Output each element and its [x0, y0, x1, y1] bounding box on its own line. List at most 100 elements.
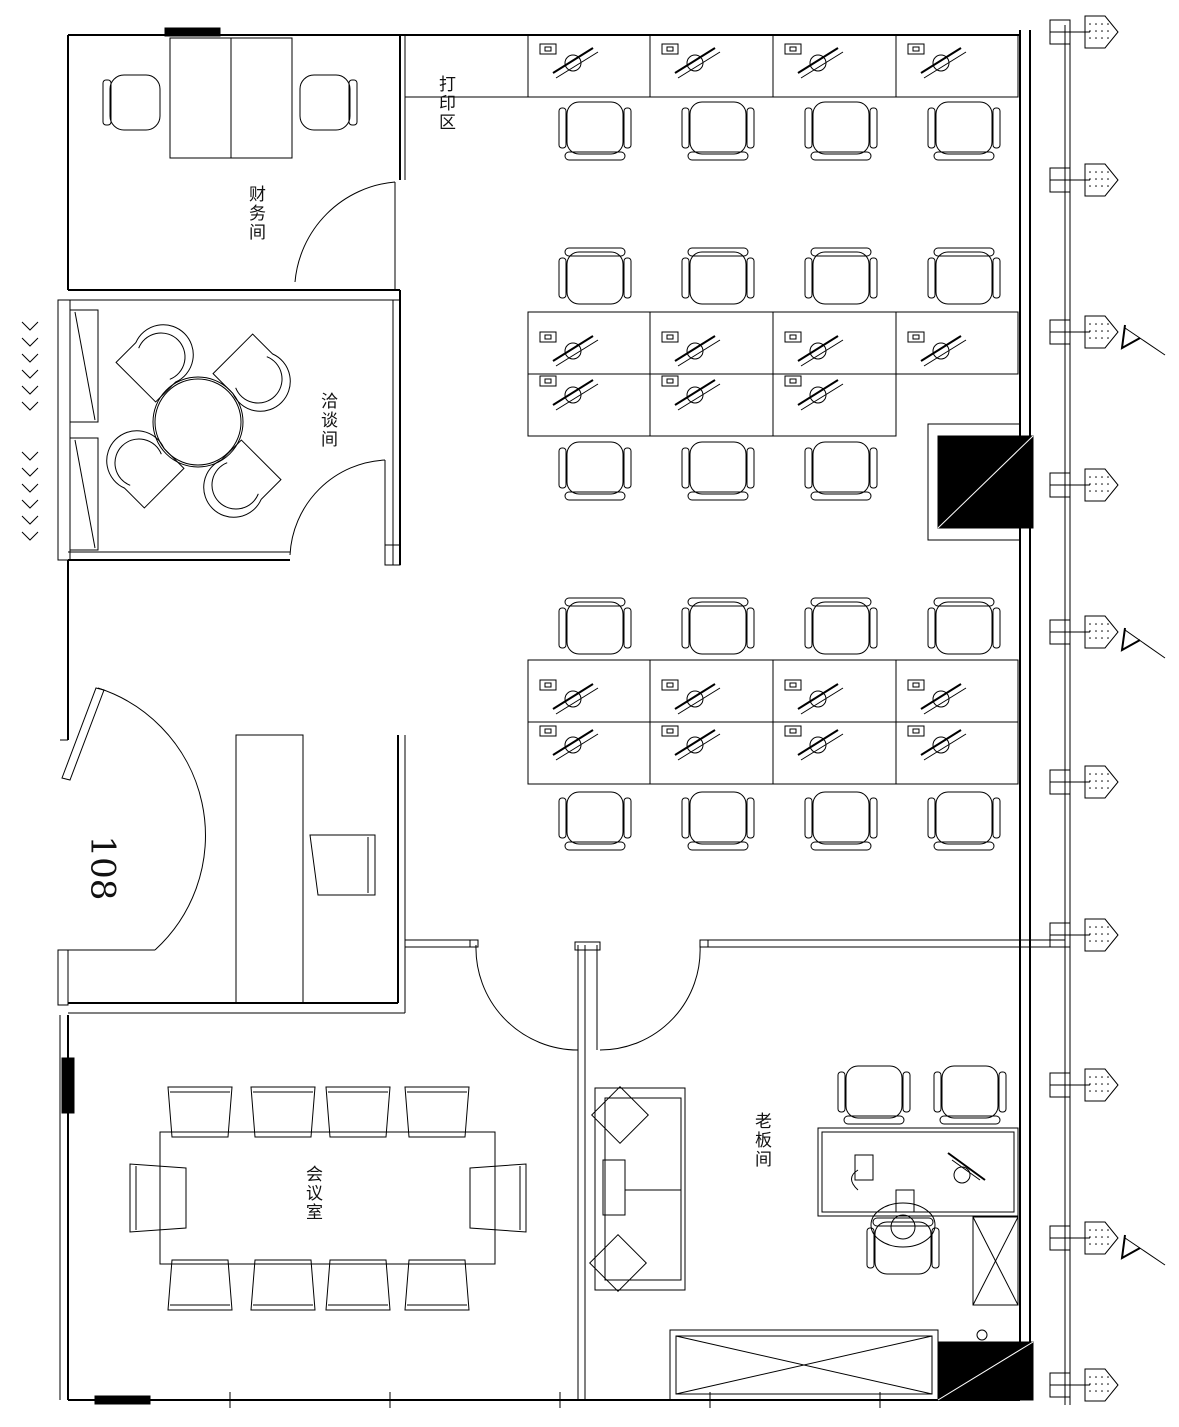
- arrow-mark: [21, 321, 39, 331]
- workstation-icon: [661, 375, 721, 411]
- workstation-icon: [784, 331, 844, 367]
- workstation-icon: [539, 43, 599, 79]
- meeting-chair: [167, 1086, 233, 1138]
- meeting-chair: [325, 1259, 391, 1311]
- window-mullion: [1049, 468, 1119, 502]
- arrow-mark: [21, 499, 39, 509]
- meeting-chair: [325, 1086, 391, 1138]
- arrow-mark: [21, 337, 39, 347]
- window-arrows: [21, 321, 39, 541]
- entrance-door: [57, 687, 206, 1006]
- office-chair: [927, 247, 1001, 305]
- workstation-icon: [784, 679, 844, 715]
- office-chair: [681, 441, 755, 501]
- meeting-chair: [167, 1259, 233, 1311]
- arrow-mark: [21, 483, 39, 493]
- unit-number: 108: [82, 835, 123, 901]
- office-chair: [804, 597, 878, 655]
- office-chair: [804, 101, 878, 161]
- window-mullion: [1049, 615, 1119, 649]
- workstation-icon: [784, 375, 844, 411]
- finance-room: [68, 27, 406, 301]
- arrow-mark: [21, 467, 39, 477]
- lounge-chair: [212, 333, 291, 412]
- office-chair: [804, 441, 878, 501]
- structural-column: [927, 423, 1034, 541]
- arrow-mark: [21, 531, 39, 541]
- workstation-icon: [907, 331, 967, 367]
- workstation-icon: [539, 725, 599, 761]
- workstation-icon: [539, 679, 599, 715]
- window-mullion: [1049, 1068, 1119, 1102]
- exterior-mullions: [1049, 15, 1119, 1402]
- meeting-chair: [404, 1259, 470, 1311]
- meeting-chair: [129, 1163, 187, 1233]
- outer-walls: [59, 25, 1071, 1405]
- office-chair: [681, 247, 755, 305]
- entry-arrows-right: [1120, 324, 1166, 1266]
- negotiation-chairs: [106, 324, 291, 518]
- workstation-icons: [539, 43, 967, 761]
- office-chair: [927, 101, 1001, 161]
- office-chair: [927, 791, 1001, 851]
- window-mullion: [1049, 163, 1119, 197]
- office-chairs: [558, 101, 1001, 851]
- meeting-chair: [250, 1086, 316, 1138]
- desk-cluster-lower: [527, 659, 1019, 785]
- office-chair: [804, 247, 878, 305]
- office-chair: [837, 1065, 911, 1125]
- meeting-chair: [250, 1259, 316, 1311]
- office-chair: [804, 791, 878, 851]
- corridor-partitions: [405, 939, 1065, 1400]
- office-chair: [681, 791, 755, 851]
- office-chair: [933, 1065, 1007, 1125]
- office-chair: [866, 1217, 940, 1275]
- print-area-label: 打印区: [435, 75, 455, 132]
- finance-room-label: 财务间: [245, 185, 265, 242]
- negotiation-room: [57, 290, 401, 566]
- window-mullion: [1049, 15, 1119, 49]
- office-chair: [558, 101, 632, 161]
- workstation-icon: [784, 725, 844, 761]
- boss-office: [589, 1086, 1034, 1401]
- arrow-mark: [21, 401, 39, 411]
- workstation-icon: [907, 43, 967, 79]
- arrow-mark: [21, 353, 39, 363]
- workstation-icon: [661, 331, 721, 367]
- arrow-mark: [21, 515, 39, 525]
- meeting-room-label: 会议室: [302, 1165, 322, 1222]
- office-chair: [558, 441, 632, 501]
- negotiation-room-label: 洽谈间: [317, 392, 337, 449]
- desk-cluster-middle: [527, 311, 1019, 437]
- meeting-chair: [469, 1163, 527, 1233]
- window-mullion: [1049, 1368, 1119, 1402]
- window-mullion: [1049, 1221, 1119, 1255]
- meeting-chairs: [129, 1086, 527, 1311]
- meeting-room: [61, 1057, 496, 1265]
- window-mullion: [1049, 918, 1119, 952]
- office-chair: [681, 597, 755, 655]
- lounge-chair: [106, 430, 185, 509]
- office-chair: [558, 791, 632, 851]
- office-chair: [927, 597, 1001, 655]
- lounge-chair: [203, 439, 282, 518]
- arrow-mark: [21, 451, 39, 461]
- reception: [68, 734, 406, 1014]
- window-mullion: [1049, 765, 1119, 799]
- workstation-icon: [661, 43, 721, 79]
- workstation-icon: [907, 725, 967, 761]
- lounge-chair: [115, 324, 194, 403]
- office-chair: [681, 101, 755, 161]
- arrow-mark: [21, 385, 39, 395]
- arrow-mark: [21, 369, 39, 379]
- meeting-chair: [404, 1086, 470, 1138]
- workstation-icon: [539, 375, 599, 411]
- office-chair: [558, 597, 632, 655]
- print-area: [405, 34, 1019, 98]
- window-mullion: [1049, 315, 1119, 349]
- office-chair: [558, 247, 632, 305]
- boss-office-chairs: [837, 1065, 1007, 1275]
- workstation-icon: [661, 725, 721, 761]
- workstation-icon: [907, 679, 967, 715]
